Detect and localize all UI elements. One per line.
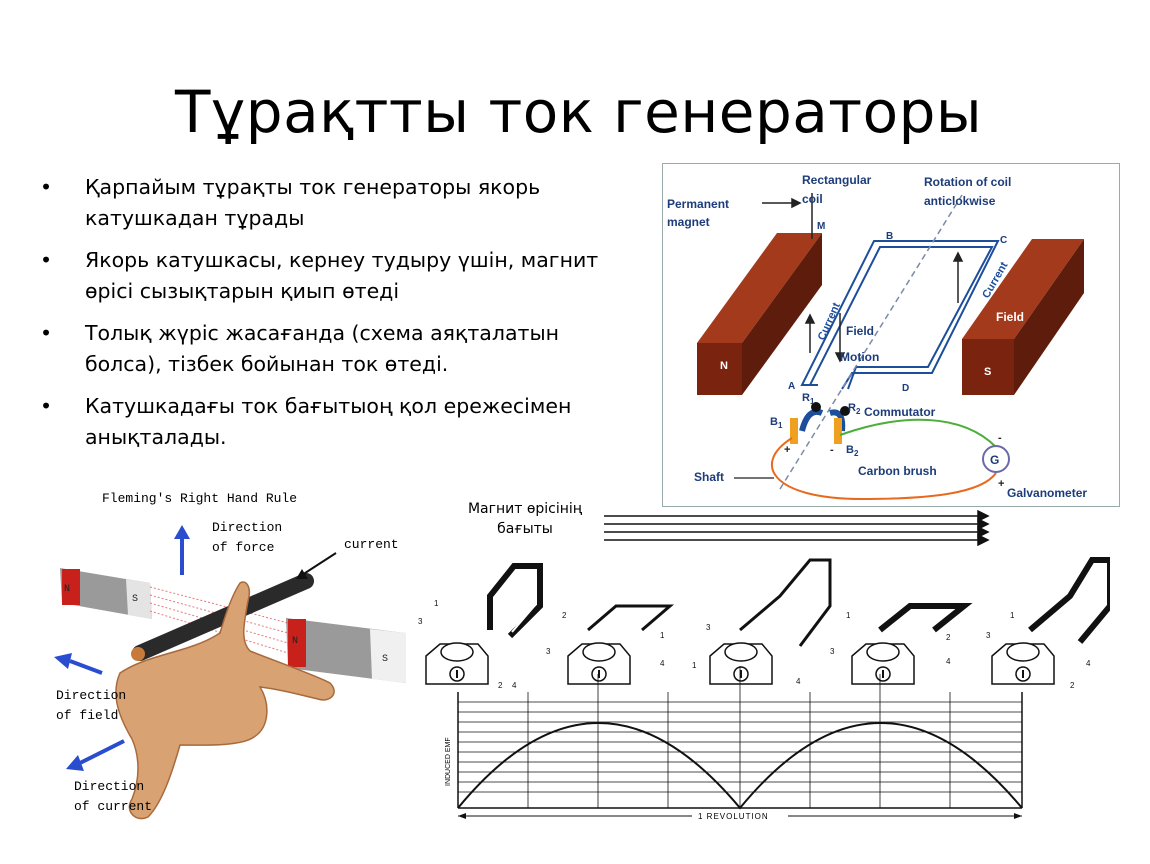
permanent-magnet-label: magnet xyxy=(667,215,710,229)
magnet-s: S Field xyxy=(962,239,1084,395)
svg-text:1: 1 xyxy=(846,611,851,620)
shaft-axis xyxy=(779,194,963,490)
galvanometer-label: Galvanometer xyxy=(1007,486,1087,500)
pole-s-label: S xyxy=(984,366,991,378)
field-direction-label: Direction xyxy=(56,688,126,703)
rectangular-coil-label: coil xyxy=(802,192,823,206)
bullet-item: Якорь катушкасы, кернеу тудыру үшін, маг… xyxy=(40,245,630,307)
rotation-label: anticlokwise xyxy=(924,194,996,208)
conductor-rod xyxy=(132,573,314,661)
corner-c: C xyxy=(1000,235,1007,246)
pole-n-label: N xyxy=(720,360,728,372)
field-direction-arrows xyxy=(604,510,990,546)
field-direction-line: бағыты xyxy=(497,521,553,537)
magnet-n: N xyxy=(697,233,822,395)
rectangular-coil-label: Rectangular xyxy=(802,173,872,187)
svg-text:1: 1 xyxy=(434,599,439,608)
svg-text:4: 4 xyxy=(512,681,517,690)
dc-generator-diagram: N S Field Permanent magnet Rectangular c… xyxy=(662,163,1120,507)
svg-text:2: 2 xyxy=(498,681,503,690)
svg-text:3: 3 xyxy=(986,631,991,640)
g-label: G xyxy=(990,453,999,467)
field-direction-caption: Магнит өрісінің бағыты xyxy=(455,499,595,539)
waveform-graph: 1 REVOLUTION INDUCED EMF xyxy=(445,666,1023,821)
r2-label: R2 xyxy=(848,402,861,416)
svg-text:3: 3 xyxy=(830,647,835,656)
current-label: current xyxy=(344,537,399,552)
current-dir-arrow xyxy=(66,739,125,771)
svg-text:2: 2 xyxy=(562,611,567,620)
svg-text:1: 1 xyxy=(692,661,697,670)
force-arrow xyxy=(174,525,190,575)
svg-text:4: 4 xyxy=(1086,659,1091,668)
commutator-unit xyxy=(709,642,773,685)
field-direction-label: of field xyxy=(56,708,118,723)
field-lines xyxy=(149,586,289,654)
left-magnet: N S xyxy=(60,568,152,619)
svg-text:3: 3 xyxy=(418,617,423,626)
svg-text:2: 2 xyxy=(946,633,951,642)
b1-label: B1 xyxy=(770,416,783,430)
svg-text:3: 3 xyxy=(706,623,711,632)
plus-g: + xyxy=(998,478,1004,490)
induced-emf-label: INDUCED EMF xyxy=(445,737,452,786)
corner-a: A xyxy=(788,381,795,392)
svg-text:4: 4 xyxy=(946,657,951,666)
current-direction-label: Direction xyxy=(74,779,144,794)
galvanometer-icon xyxy=(982,445,1010,473)
emf-waveform-diagram: 1 3 2 4 2 3 1 4 3 1 4 1 3 2 4 3 1 2 4 xyxy=(418,557,1110,821)
svg-text:3: 3 xyxy=(546,647,551,656)
revolution-label: 1 REVOLUTION xyxy=(698,812,769,821)
svg-text:1: 1 xyxy=(1010,611,1015,620)
svg-text:4: 4 xyxy=(796,677,801,686)
commutator xyxy=(790,402,850,444)
right-pole-n: N xyxy=(292,636,298,647)
rotation-label: Rotation of coil xyxy=(924,175,1011,189)
field-arrow xyxy=(54,653,103,675)
hand xyxy=(115,581,335,820)
fleming-title: Fleming's Right Hand Rule xyxy=(102,491,297,506)
force-label: of force xyxy=(212,540,274,555)
commutator-unit xyxy=(991,642,1055,685)
field-motion-label: Motion xyxy=(840,350,879,364)
r1-label: R1 xyxy=(802,392,815,406)
right-magnet: N S xyxy=(286,618,406,683)
svg-text:2: 2 xyxy=(1070,681,1075,690)
bullet-item: Қарпайым тұрақты ток генераторы якорь ка… xyxy=(40,172,630,234)
permanent-magnet-label: Permanent xyxy=(667,197,729,211)
commutator-unit xyxy=(425,642,489,685)
svg-text:4: 4 xyxy=(660,659,665,668)
part-labels: 1 3 2 4 2 3 1 4 3 1 4 1 3 2 4 3 1 2 4 xyxy=(418,599,1091,690)
right-pole-s: S xyxy=(382,654,388,665)
commutator-unit xyxy=(851,642,915,685)
field-direction-line: Магнит өрісінің xyxy=(467,501,583,517)
field-label: Field xyxy=(996,310,1024,324)
orange-wire xyxy=(771,437,997,501)
corner-b: B xyxy=(886,231,893,242)
shaft-label: Shaft xyxy=(694,470,724,484)
minus-g: - xyxy=(998,432,1002,444)
left-pole-n: N xyxy=(64,584,70,595)
commutator-label: Commutator xyxy=(864,405,936,419)
b2-label: B2 xyxy=(846,444,859,458)
page-title: Тұрақтты ток генераторы xyxy=(175,78,983,146)
minus-left: - xyxy=(830,444,834,456)
field-motion-label: Field xyxy=(846,324,874,338)
coil-loops xyxy=(487,557,1110,647)
current-direction-label: of current xyxy=(74,799,152,814)
left-pole-s: S xyxy=(132,594,138,605)
corner-d: D xyxy=(902,383,909,394)
green-wire xyxy=(839,418,997,448)
bullet-list: Қарпайым тұрақты ток генераторы якорь ка… xyxy=(40,172,630,464)
plus-left: + xyxy=(784,444,790,456)
carbon-brush-label: Carbon brush xyxy=(858,464,937,478)
bullet-item: Толық жүріс жасағанда (схема аяқталатын … xyxy=(40,318,630,380)
force-label: Direction xyxy=(212,520,282,535)
corner-m: M xyxy=(817,221,825,232)
bullet-item: Катушкадағы ток бағытыоң қол ережесімен … xyxy=(40,391,630,453)
svg-text:1: 1 xyxy=(660,631,665,640)
motion-arrows xyxy=(762,193,964,363)
fleming-right-hand-rule: Fleming's Right Hand Rule N S N S xyxy=(54,491,406,820)
commutator-unit xyxy=(567,642,631,685)
